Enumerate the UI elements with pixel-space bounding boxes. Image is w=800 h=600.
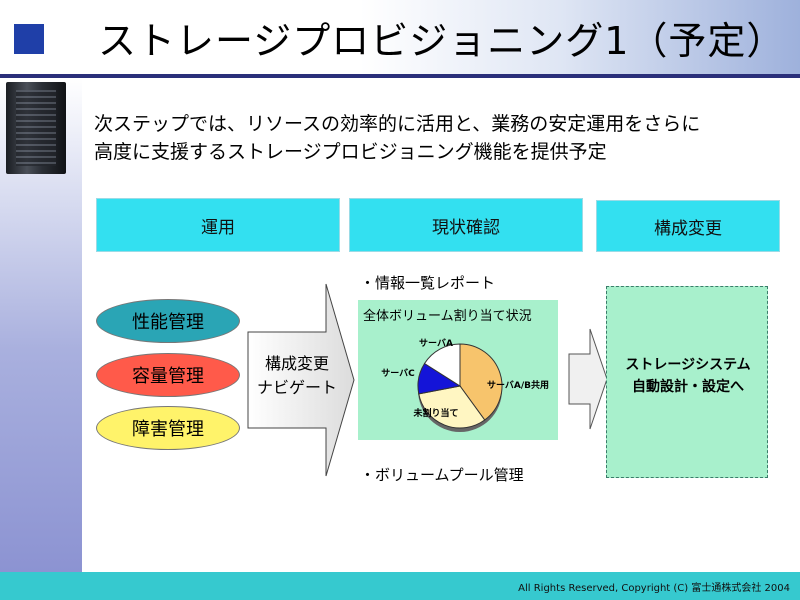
header-box-status-check: 現状確認 — [349, 198, 583, 252]
header-box-operations: 運用 — [96, 198, 340, 252]
pie-chart-title: 全体ボリューム割り当て状況 — [363, 309, 532, 324]
arrow-label-line-2: ナビゲート — [256, 378, 337, 397]
config-change-box — [606, 286, 768, 478]
config-text-line-2: 自動設計・設定へ — [632, 379, 744, 395]
ellipse-capacity-management: 容量管理 — [96, 353, 240, 397]
arrow-label: 構成変更 ナビゲート — [250, 352, 344, 400]
bullet-info-report: ・情報一覧レポート — [360, 274, 496, 292]
pie-slice-label: サーバA/B共用 — [487, 379, 549, 391]
pie-slice-label: サーバA — [419, 338, 453, 349]
header-band — [0, 0, 800, 74]
small-arrow-icon — [568, 328, 608, 430]
slide-title: ストレージプロビジョニング1（予定） — [98, 19, 786, 63]
pie-slice — [418, 385, 486, 429]
pie-slice — [423, 343, 461, 387]
footer-band — [0, 572, 800, 600]
lead-line-1: 次ステップでは、リソースの効率的に活用と、業務の安定運用をさらに — [94, 113, 701, 135]
config-text-line-1: ストレージシステム — [625, 357, 751, 373]
config-change-text: ストレージシステム 自動設計・設定へ — [608, 354, 768, 398]
pie-slice-label: サーバC — [381, 368, 415, 379]
server-rack-icon — [6, 82, 66, 174]
lead-line-2: 高度に支援するストレージプロビジョニング機能を提供予定 — [94, 141, 607, 163]
ellipse-performance-management: 性能管理 — [96, 299, 240, 343]
header-box-config-change: 構成変更 — [596, 200, 780, 252]
pie-slice-label: 未割り当て — [412, 407, 458, 419]
header-rule — [0, 74, 800, 78]
bullet-volume-pool: ・ボリュームプール管理 — [360, 466, 524, 484]
footer-copyright: All Rights Reserved, Copyright (C) 富士通株式… — [518, 583, 790, 594]
big-arrow-icon — [247, 283, 355, 477]
pie-slice — [459, 343, 503, 421]
lead-text: 次ステップでは、リソースの効率的に活用と、業務の安定運用をさらに 高度に支援する… — [94, 110, 784, 166]
ellipse-fault-management: 障害管理 — [96, 406, 240, 450]
arrow-label-line-1: 構成変更 — [264, 354, 329, 373]
title-square-icon — [14, 24, 44, 54]
